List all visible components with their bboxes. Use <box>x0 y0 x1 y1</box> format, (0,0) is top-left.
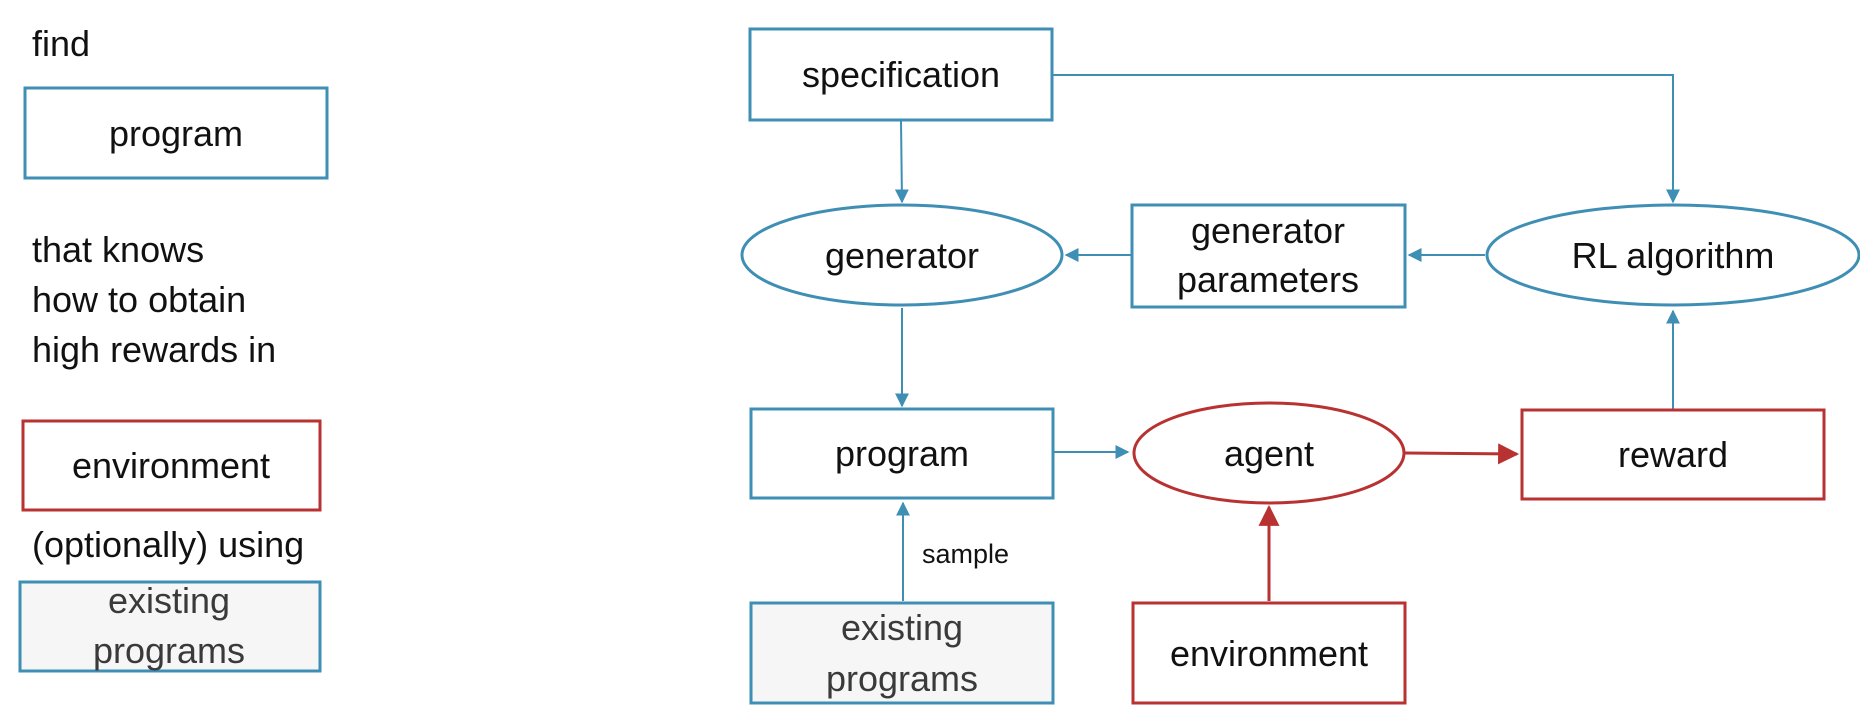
legend-environment-label: environment <box>72 445 270 486</box>
arrow-specification-to-generator <box>894 120 909 204</box>
legend-that-knows-line1: that knows <box>32 229 205 270</box>
specification-label: specification <box>802 54 1000 95</box>
environment-node: environment <box>1131 601 1407 705</box>
arrow-agent-to-reward <box>1404 443 1520 465</box>
legend-environment-box: environment <box>21 419 322 512</box>
reward-node: reward <box>1520 408 1826 501</box>
rl-algorithm-label: RL algorithm <box>1572 235 1775 276</box>
program-label: program <box>835 433 969 474</box>
generator-label: generator <box>825 235 979 276</box>
legend-program-box: program <box>23 86 329 180</box>
agent-label: agent <box>1224 433 1314 474</box>
legend-existing-programs-line2: programs <box>93 630 245 671</box>
legend-find-text: find <box>32 23 91 64</box>
existing-programs-node: existing programs <box>749 601 1055 705</box>
generator-parameters-line2: parameters <box>1177 259 1359 300</box>
legend-program-label: program <box>109 113 243 154</box>
existing-programs-line2: programs <box>826 658 978 699</box>
existing-programs-line1: existing <box>841 607 963 648</box>
agent-node: agent <box>1132 401 1406 505</box>
sample-edge-label: sample <box>922 539 1009 569</box>
environment-label: environment <box>1170 633 1368 674</box>
legend-existing-programs-box: existing programs <box>18 580 322 673</box>
legend-that-knows-line3: high rewards in <box>32 329 277 370</box>
legend-optionally-using-text: (optionally) using <box>32 524 305 565</box>
generator-node: generator <box>740 203 1064 307</box>
reward-label: reward <box>1618 434 1728 475</box>
legend-existing-programs-line1: existing <box>108 580 230 621</box>
specification-node: specification <box>748 27 1054 122</box>
generator-parameters-line1: generator <box>1191 210 1345 251</box>
rl-algorithm-node: RL algorithm <box>1485 203 1860 307</box>
generator-parameters-node: generator parameters <box>1130 203 1407 309</box>
arrow-specification-to-rl-algorithm <box>1052 74 1680 204</box>
legend-that-knows-line2: how to obtain <box>32 279 247 320</box>
program-node: program <box>749 407 1055 500</box>
